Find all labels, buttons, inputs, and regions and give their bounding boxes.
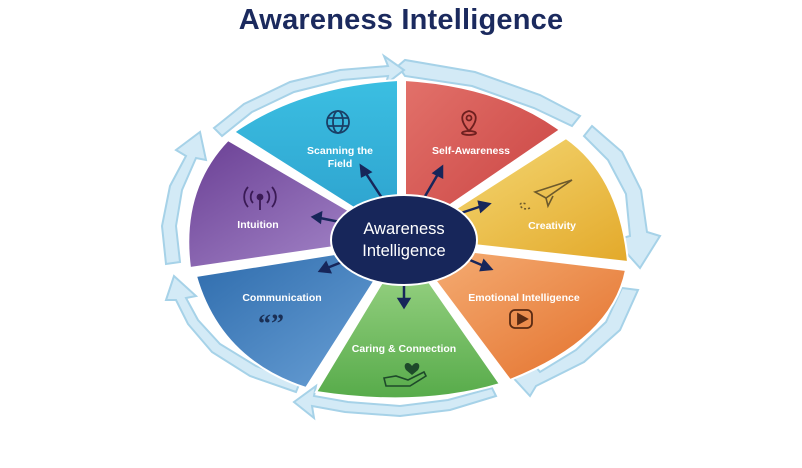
hub: Awareness Intelligence: [330, 194, 478, 286]
label-intuition: Intuition: [237, 219, 278, 231]
label-creativity: Creativity: [528, 220, 576, 232]
label-self-awareness: Self-Awareness: [432, 145, 510, 157]
cycle-arrow-top-left: [212, 53, 406, 138]
label-scanning-the-field-line2: Field: [328, 158, 353, 170]
segment-emotional-intelligence: [405, 242, 628, 382]
cycle-arrow-left: [160, 130, 208, 266]
label-communication: Communication: [242, 292, 321, 304]
hub-spokes: [310, 163, 494, 310]
cycle-arrow-bottom: [292, 383, 498, 421]
location-pin-icon: [461, 110, 477, 136]
globe-icon: [326, 110, 350, 134]
quote-marks-icon: “”: [258, 309, 284, 338]
paper-plane-icon: [519, 179, 573, 210]
cycle-arrow-top-right: [396, 58, 582, 128]
broadcast-icon: [243, 186, 277, 210]
wheel-segments: [187, 78, 630, 400]
segment-scanning-the-field: [232, 78, 399, 238]
segment-communication: [194, 242, 401, 390]
svg-text:“”: “”: [258, 309, 284, 338]
hub-label-line2: Intelligence: [362, 242, 445, 260]
hub-ellipse: [330, 194, 478, 286]
page-title: Awareness Intelligence: [238, 4, 564, 36]
hub-label-line1: Awareness: [363, 220, 444, 238]
segment-caring-and-connection: [314, 244, 502, 400]
heart-hand-icon: [383, 363, 428, 387]
label-scanning-the-field-line1: Scanning the: [307, 145, 373, 157]
play-button-icon: [509, 309, 533, 329]
label-emotional-intelligence: Emotional Intelligence: [468, 292, 580, 304]
segment-labels: Scanning the Field Self-Awareness Creati…: [237, 145, 580, 355]
label-caring-and-connection: Caring & Connection: [352, 343, 456, 355]
segment-self-awareness: [404, 78, 562, 238]
